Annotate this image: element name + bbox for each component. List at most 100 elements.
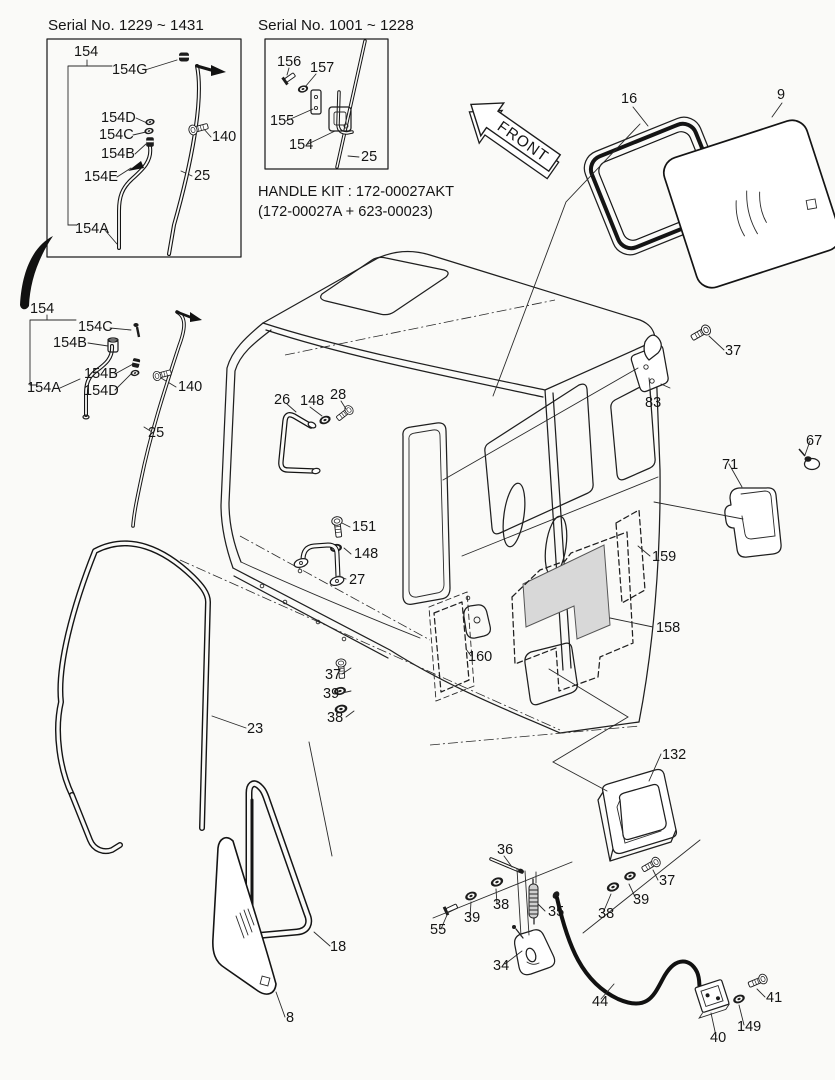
pin-154c [133, 323, 141, 338]
handle-assy-1229-1431 [67, 52, 226, 256]
label-l-154C: 154C [78, 319, 113, 335]
label-p28: 28 [330, 387, 346, 403]
grab-handle-26 [281, 415, 321, 475]
bolt-140 [187, 120, 210, 137]
bolt-37-upper [688, 322, 713, 344]
wiper-swoosh-shape [20, 236, 53, 310]
u-bracket-27 [293, 545, 345, 587]
washer-149 [731, 993, 747, 1005]
striker-40 [694, 979, 730, 1019]
label-l-154D: 154D [84, 383, 119, 399]
bracket-155 [310, 89, 322, 115]
label-l-154B2: 154B [84, 366, 118, 382]
washer-148-upper [318, 414, 332, 426]
label-p148t: 148 [300, 393, 324, 409]
label-b1-140: 140 [212, 129, 236, 145]
label-p8: 8 [286, 1010, 294, 1026]
quarter-window-seal-18 [249, 784, 309, 935]
label-p34: 34 [493, 958, 509, 974]
washer-154d [144, 118, 156, 126]
label-p37tr: 37 [725, 343, 741, 359]
label-p36: 36 [497, 842, 513, 858]
label-p35: 35 [548, 904, 564, 920]
label-l-154B: 154B [53, 335, 87, 351]
plug-67 [798, 448, 821, 471]
door-handle-group-left [29, 310, 202, 528]
front-direction-arrow: FRONT [468, 102, 562, 180]
label-handle-kit-2: (172-00027A + 623-00023) [258, 204, 433, 220]
label-p18: 18 [330, 939, 346, 955]
label-p149: 149 [737, 1019, 761, 1035]
latch-hardware-group [442, 855, 663, 976]
fitting-154b [107, 337, 119, 353]
label-p39R: 39 [633, 892, 649, 908]
bezel-132 [597, 768, 678, 862]
pad-159 [615, 509, 646, 604]
label-b1-25: 25 [194, 168, 210, 184]
insulation-pads [428, 509, 646, 702]
label-l-154A: 154A [27, 380, 61, 396]
label-p44: 44 [592, 994, 608, 1010]
label-l-140: 140 [178, 379, 202, 395]
washer-154d-left [130, 369, 140, 377]
label-p132: 132 [662, 747, 686, 763]
cab-drawing [179, 251, 661, 746]
label-b1-154B: 154B [101, 146, 135, 162]
label-p160: 160 [468, 649, 492, 665]
release-cable-44 [552, 891, 703, 1006]
label-p26: 26 [274, 392, 290, 408]
label-p38L: 38 [493, 897, 509, 913]
inset-box-serial-1229-1431 [46, 38, 242, 258]
label-l-25: 25 [148, 425, 164, 441]
leader-lines [211, 102, 811, 1037]
screw-156 [281, 69, 299, 86]
window-glass-9 [662, 119, 835, 289]
label-p9: 9 [777, 87, 785, 103]
washer-38-right [605, 880, 621, 894]
label-p71: 71 [722, 457, 738, 473]
label-title-box1: Serial No. 1229 ~ 1431 [48, 17, 204, 34]
label-p38s: 38 [327, 710, 343, 726]
door-seal-23 [58, 543, 208, 851]
label-l-154: 154 [30, 301, 54, 317]
label-b1-154E: 154E [84, 169, 118, 185]
label-b1-154C: 154C [99, 127, 134, 143]
label-b2-25: 25 [361, 149, 377, 165]
label-b2-155: 155 [270, 113, 294, 129]
label-p39L: 39 [464, 910, 480, 926]
label-p159: 159 [652, 549, 676, 565]
floor-bolt-holes [259, 568, 471, 642]
bolt-41 [746, 972, 770, 990]
bolt-37-right [639, 855, 663, 875]
label-handle-kit-1: HANDLE KIT : 172-00027AKT [258, 184, 454, 200]
bolt-151 [330, 515, 345, 539]
washer-38-left [489, 875, 505, 889]
label-b2-157: 157 [310, 60, 334, 76]
grommet-154b2 [131, 357, 141, 369]
inset-box-serial-1001-1228 [264, 38, 389, 170]
spring-35 [528, 878, 539, 925]
label-p55: 55 [430, 922, 446, 938]
washer-39-right [622, 870, 638, 882]
quarter-glass-8 [212, 836, 277, 995]
label-p39s: 39 [323, 686, 339, 702]
label-p41: 41 [766, 990, 782, 1006]
label-b1-154A: 154A [75, 221, 109, 237]
pad-158 [522, 544, 611, 640]
cover-panel-71 [724, 487, 782, 558]
washer-39-left [463, 890, 479, 902]
label-p37R: 37 [659, 873, 675, 889]
handle-assy-1001-1228 [281, 39, 367, 169]
label-b2-154: 154 [289, 137, 313, 153]
arrow-154e [128, 161, 144, 171]
pad-160 [433, 601, 470, 693]
label-p67: 67 [806, 433, 822, 449]
label-b1-154: 154 [74, 44, 98, 60]
label-p27: 27 [349, 572, 365, 588]
label-b2-156: 156 [277, 54, 301, 70]
label-p158: 158 [656, 620, 680, 636]
mirror-bracket-83 [630, 334, 671, 393]
